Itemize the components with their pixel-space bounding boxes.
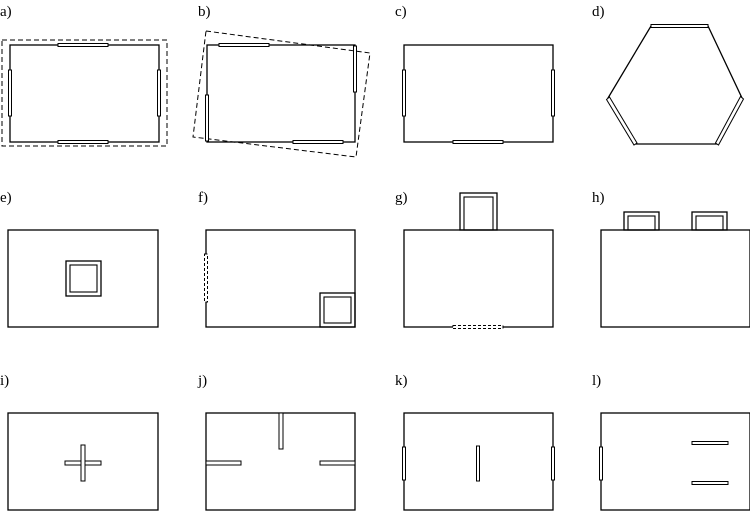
window-left	[8, 69, 12, 117]
panel-label: a)	[0, 4, 12, 20]
window-left	[205, 94, 209, 142]
panel-label: k)	[395, 373, 408, 389]
panel-d: d)	[592, 4, 745, 146]
window-right	[551, 446, 555, 481]
partition-top	[278, 412, 284, 450]
room-outline	[600, 229, 750, 328]
window-right	[551, 69, 555, 117]
window-left	[402, 446, 406, 481]
window-bottom	[57, 140, 109, 144]
window-lower-right	[714, 95, 745, 146]
partition-right	[319, 460, 356, 466]
panel-label: j)	[197, 373, 207, 389]
room-outline	[7, 229, 159, 328]
partition-left	[205, 460, 242, 466]
room-outline	[600, 412, 750, 511]
hexagon-room-outline	[607, 25, 743, 145]
room-outline	[403, 229, 554, 328]
room-outline	[206, 44, 356, 143]
panel-e: e)	[0, 190, 159, 328]
panel-label: g)	[395, 190, 408, 206]
panel-label: i)	[0, 373, 9, 389]
panel-label: d)	[592, 4, 605, 20]
skylight-corner-square	[319, 292, 356, 328]
panel-h: h)	[592, 190, 750, 328]
clerestory-left-inner	[627, 215, 656, 231]
panel-label: h)	[592, 190, 605, 206]
clerestory-right-inner	[695, 215, 724, 231]
dashed-rotated-outline	[192, 30, 371, 158]
cross-partition-vertical	[80, 444, 86, 482]
room-outline	[7, 412, 159, 511]
window-bottom-dashed	[452, 325, 504, 329]
window-right	[353, 45, 357, 93]
panel-g: g)	[395, 190, 554, 329]
panel-c: c)	[395, 4, 555, 144]
window-left-dashed	[204, 253, 208, 303]
skylight-inner	[69, 264, 98, 293]
clerestory-right	[691, 211, 728, 231]
window-left	[402, 69, 406, 117]
room-outline	[205, 229, 356, 328]
skylight-corner-inner	[323, 296, 352, 324]
panel-label: f)	[198, 190, 208, 206]
window-top	[650, 24, 709, 28]
window-bottom	[452, 140, 504, 144]
panel-f: f)	[198, 190, 356, 328]
panel-j: j)	[197, 373, 356, 511]
panel-l: l)	[592, 373, 750, 511]
shelf-lower	[691, 481, 729, 485]
room-outline	[403, 44, 554, 143]
skylight-square	[65, 260, 102, 297]
window-top	[57, 43, 109, 47]
window-top	[218, 43, 270, 47]
panel-i: i)	[0, 373, 159, 511]
panel-label: l)	[592, 373, 601, 389]
room-outline	[9, 44, 160, 143]
clerestory-inner	[463, 196, 494, 231]
dashed-outline	[1, 39, 168, 147]
panel-label: c)	[395, 4, 407, 20]
clerestory-box	[459, 192, 498, 231]
panel-label: b)	[198, 4, 211, 20]
panel-k: k)	[395, 373, 555, 511]
window-right	[157, 69, 161, 117]
window-bottom	[292, 140, 344, 144]
panel-b: b)	[192, 4, 371, 158]
panel-label: e)	[0, 190, 12, 206]
panel-a: a)	[0, 4, 168, 147]
shelf-upper	[691, 441, 729, 445]
clerestory-left	[623, 211, 660, 231]
window-left	[599, 446, 603, 481]
window-lower-left	[605, 96, 638, 146]
partition-center	[476, 445, 480, 482]
